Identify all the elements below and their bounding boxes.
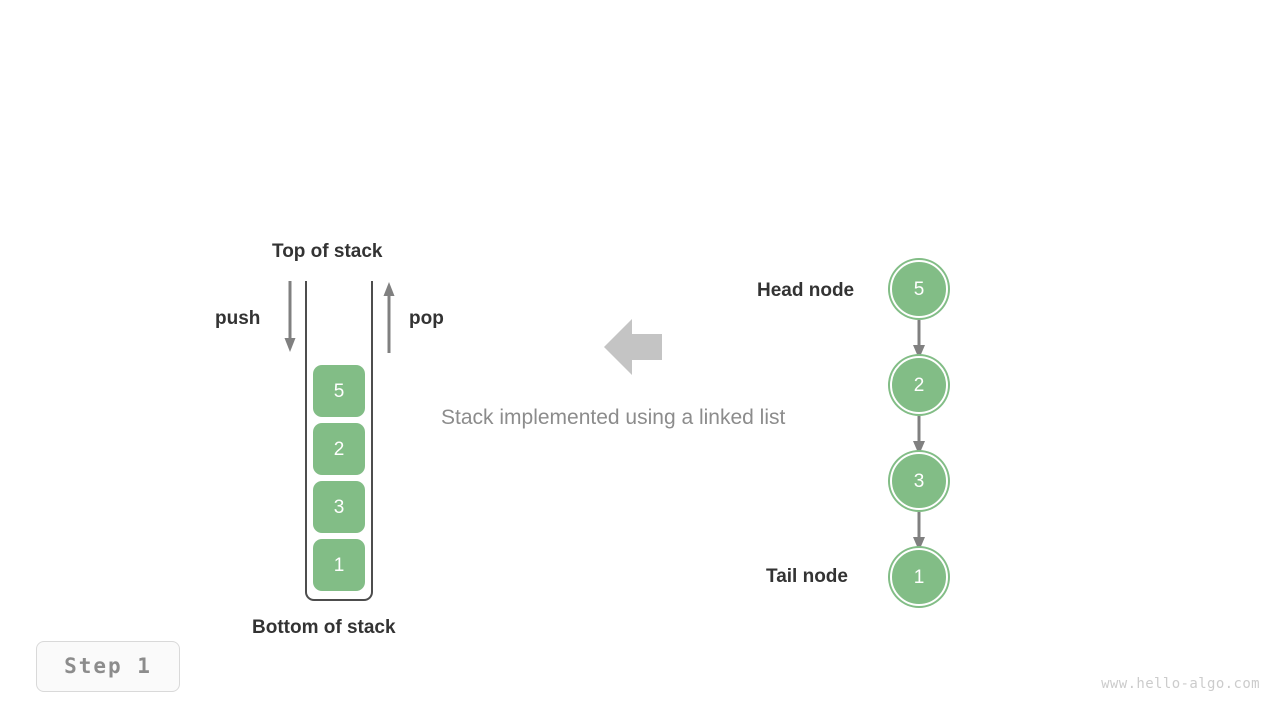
stack-container-left-wall bbox=[305, 281, 307, 591]
left-arrow-icon bbox=[604, 319, 662, 375]
head-node-label: Head node bbox=[757, 280, 855, 301]
pop-label: pop bbox=[409, 308, 444, 329]
step-badge: Step 1 bbox=[36, 641, 180, 692]
pop-arrow-icon bbox=[383, 282, 395, 353]
linked-list-link-arrow-icon bbox=[913, 320, 925, 359]
stack-cell: 3 bbox=[313, 481, 365, 533]
center-caption: Stack implemented using a linked list bbox=[441, 406, 786, 429]
stack-cell: 5 bbox=[313, 365, 365, 417]
linked-list-node: 1 bbox=[890, 548, 948, 606]
linked-list-node: 2 bbox=[890, 356, 948, 414]
stack-cell: 1 bbox=[313, 539, 365, 591]
bottom-of-stack-label: Bottom of stack bbox=[252, 617, 396, 638]
linked-list-link-arrow-icon bbox=[913, 512, 925, 551]
linked-list-node: 5 bbox=[890, 260, 948, 318]
stack-container-right-wall bbox=[371, 281, 373, 591]
tail-node-label: Tail node bbox=[766, 566, 848, 587]
top-of-stack-label: Top of stack bbox=[272, 241, 383, 262]
stack-container-bottom bbox=[305, 573, 373, 601]
push-label: push bbox=[215, 308, 261, 329]
linked-list-link-arrow-icon bbox=[913, 416, 925, 455]
stack-cell: 2 bbox=[313, 423, 365, 475]
watermark: www.hello-algo.com bbox=[1101, 676, 1260, 692]
linked-list-node: 3 bbox=[890, 452, 948, 510]
push-arrow-icon bbox=[284, 281, 296, 352]
step-badge-text: Step 1 bbox=[64, 654, 152, 678]
